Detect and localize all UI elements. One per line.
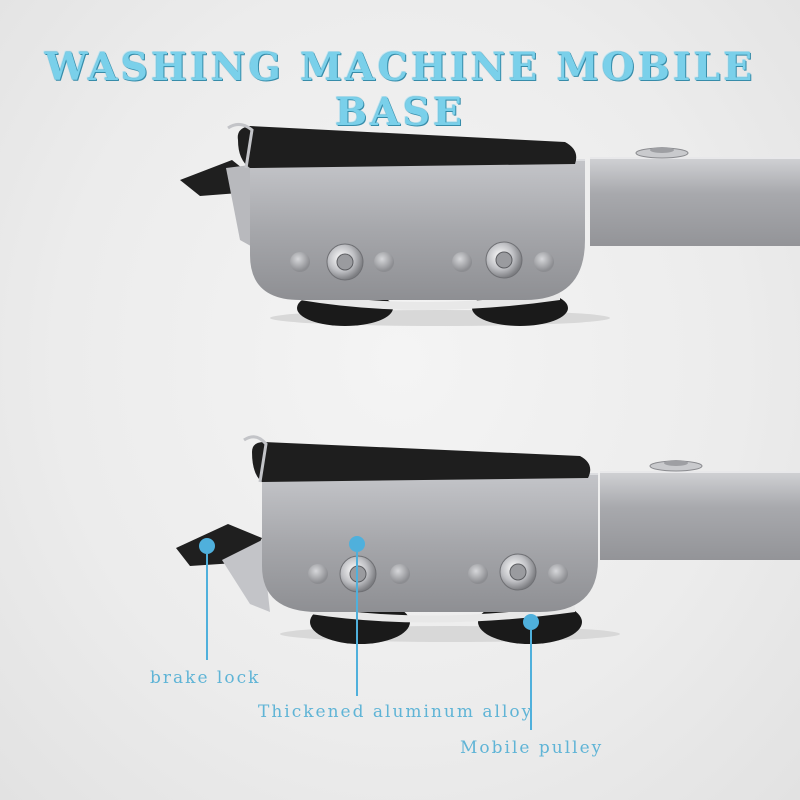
top-caster-unit	[180, 123, 800, 326]
product-title: WASHING MACHINE MOBILE BASE	[44, 44, 756, 134]
aluminum-alloy-label: Thickened aluminum alloy	[258, 702, 534, 722]
callout-brake-lock	[199, 538, 215, 660]
bottom-caster-unit	[176, 435, 800, 644]
mobile-pulley-label: Mobile pulley	[460, 738, 604, 758]
brake-lock-label: brake lock	[150, 668, 261, 688]
callout-pulley	[523, 614, 539, 730]
callout-alloy	[349, 536, 365, 696]
